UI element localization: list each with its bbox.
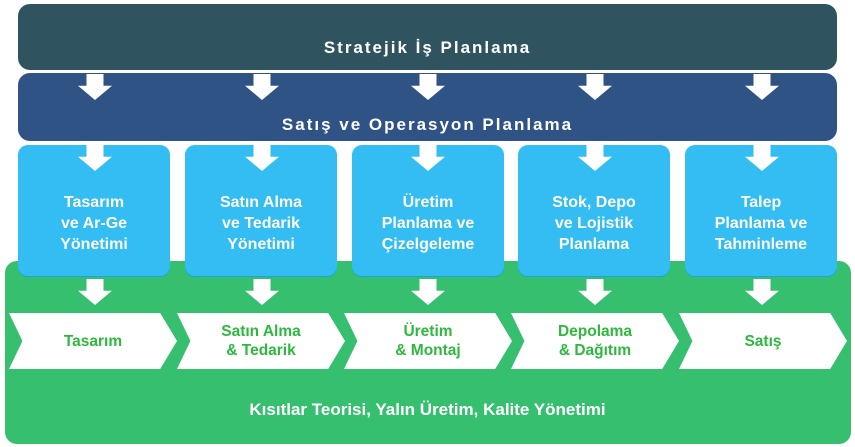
step-line: & Montaj: [395, 342, 461, 359]
box-line: Üretim: [402, 194, 454, 211]
box-line: Talep: [740, 194, 782, 211]
methodologies-footer: Kısıtlar Teorisi, Yalın Üretim, Kalite Y…: [249, 400, 606, 419]
box-line: Yönetimi: [60, 236, 128, 253]
process-step-design: Tasarım: [9, 313, 177, 369]
box-line: Tasarım: [63, 194, 125, 211]
box-line: Planlama ve: [381, 215, 475, 232]
step-line: & Tedarik: [226, 342, 296, 359]
process-step-sales: Satış: [679, 313, 847, 369]
box-line: Çizelgeleme: [381, 236, 475, 253]
box-line: Stok, Depo: [552, 194, 636, 211]
box-line: Satın Alma: [219, 194, 303, 211]
box-line: ve Ar-Ge: [60, 215, 128, 232]
box-line: Tahminleme: [714, 236, 808, 253]
step-line: Depolama: [557, 323, 633, 340]
box-line: Planlama ve: [714, 215, 808, 232]
process-step-production: Üretim & Montaj: [344, 313, 512, 369]
step-line: Tasarım: [63, 332, 123, 350]
strategic-planning-bar: Stratejik İş Planlama: [18, 4, 837, 70]
step-line: Üretim: [403, 323, 453, 340]
box-line: ve Tedarik: [222, 215, 300, 232]
box-line: ve Lojistik: [554, 215, 634, 232]
process-step-procurement: Satın Alma & Tedarik: [177, 313, 345, 369]
step-line: Satın Alma: [221, 323, 301, 340]
step-line: & Dağıtım: [558, 342, 632, 359]
step-line: Satış: [744, 332, 782, 350]
box-line: Yönetimi: [227, 236, 295, 253]
box-line: Planlama: [558, 236, 630, 253]
process-step-distribution: Depolama & Dağıtım: [511, 313, 679, 369]
